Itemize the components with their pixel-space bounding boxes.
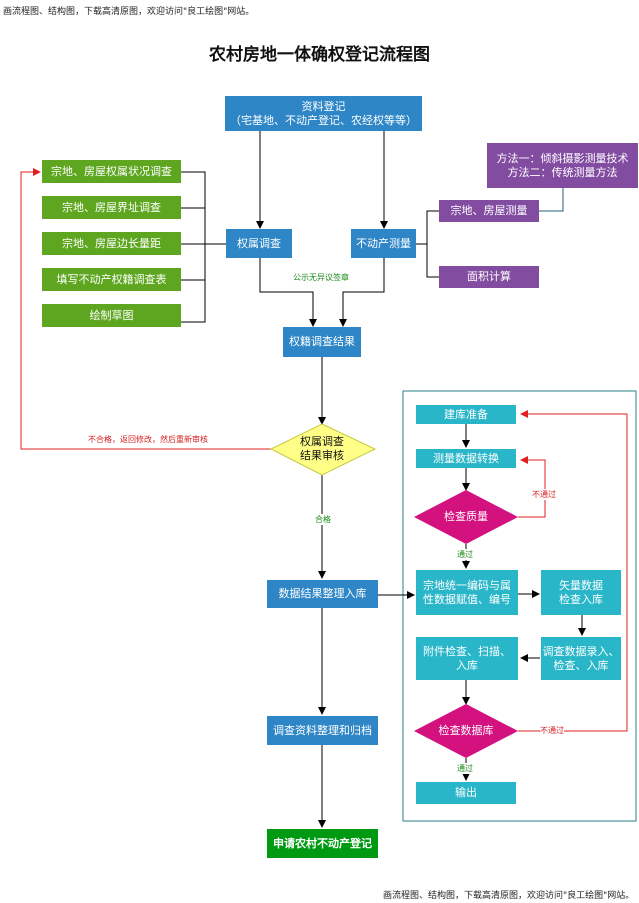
apply-box: 申请农村不动产登记 [267, 829, 378, 858]
ownership-survey-box: 权属调查 [226, 229, 292, 258]
header-note: 画流程图、结构图，下载高清原图，欢迎访问"良工绘图"网站。 [3, 7, 255, 17]
bracket-property-purple [416, 210, 439, 278]
unified-code-box: 宗地统一编码与属 性数据赋值、编号 [416, 570, 518, 615]
methods-box: 方法一：倾斜摄影测量技术 方法二：传统测量方法 [487, 143, 638, 188]
pass-label: 合格 [315, 514, 331, 525]
attach-check-box: 附件检查、扫描、 入库 [416, 637, 518, 680]
db-fail-label: 不通过 [540, 725, 564, 736]
arrow-quality-fail [518, 456, 546, 518]
connector-methods [539, 188, 564, 212]
review-diamond-label: 权属调查 结果审核 [300, 435, 344, 462]
footer-note: 画流程图、结构图，下载高清原图，欢迎访问"良工绘图"网站。 [383, 891, 635, 901]
publicity-label: 公示无异议签章 [293, 273, 349, 282]
quality-diamond-label: 检查质量 [444, 510, 488, 523]
archive-box: 调查资料整理和归档 [267, 716, 378, 745]
bracket-survey-items [181, 171, 226, 323]
cadastral-result-box: 权籍调查结果 [283, 327, 361, 357]
review-diamond-shape [269, 423, 377, 476]
dbcheck-diamond-label: 检查数据库 [438, 724, 494, 737]
survey-item-3: 宗地、房屋边长量距 [42, 232, 181, 255]
survey-item-1: 宗地、房屋权属状况调查 [42, 160, 181, 183]
vector-check-box: 矢量数据 检查入库 [541, 570, 621, 615]
quality-fail-label: 不通过 [532, 489, 556, 500]
survey-item-2: 宗地、房屋界址调查 [42, 196, 181, 219]
arrow-db-fail [518, 410, 628, 732]
arrow-ownership-result [259, 258, 317, 327]
arrow-property-result [339, 258, 385, 327]
area-calc-box: 面积计算 [439, 266, 539, 288]
quality-pass-label: 通过 [457, 549, 473, 560]
arrow-review-fail [20, 168, 271, 450]
page-title: 农村房地一体确权登记流程图 [209, 45, 430, 65]
land-house-measure-box: 宗地、房屋测量 [439, 200, 539, 222]
data-convert-box: 测量数据转换 [416, 449, 516, 468]
db-prep-box: 建库准备 [416, 405, 516, 424]
fail-return-label: 不合格，返回修改，然后重新审核 [88, 435, 208, 444]
survey-item-5: 绘制草图 [42, 304, 181, 327]
db-pass-label: 通过 [457, 763, 473, 774]
survey-item-4: 填写不动产权籍调查表 [42, 268, 181, 291]
dbcheck-diamond-shape [414, 704, 518, 758]
output-box: 输出 [416, 782, 516, 804]
database-panel [402, 390, 637, 822]
db-import-box: 数据结果整理入库 [267, 580, 378, 608]
property-survey-box: 不动产测量 [351, 229, 416, 258]
quality-diamond-shape [414, 490, 518, 544]
survey-entry-box: 调查数据录入、 检查、入库 [541, 637, 621, 680]
data-register-box: 资料登记 （宅基地、不动产登记、农经权等等） [225, 96, 422, 131]
